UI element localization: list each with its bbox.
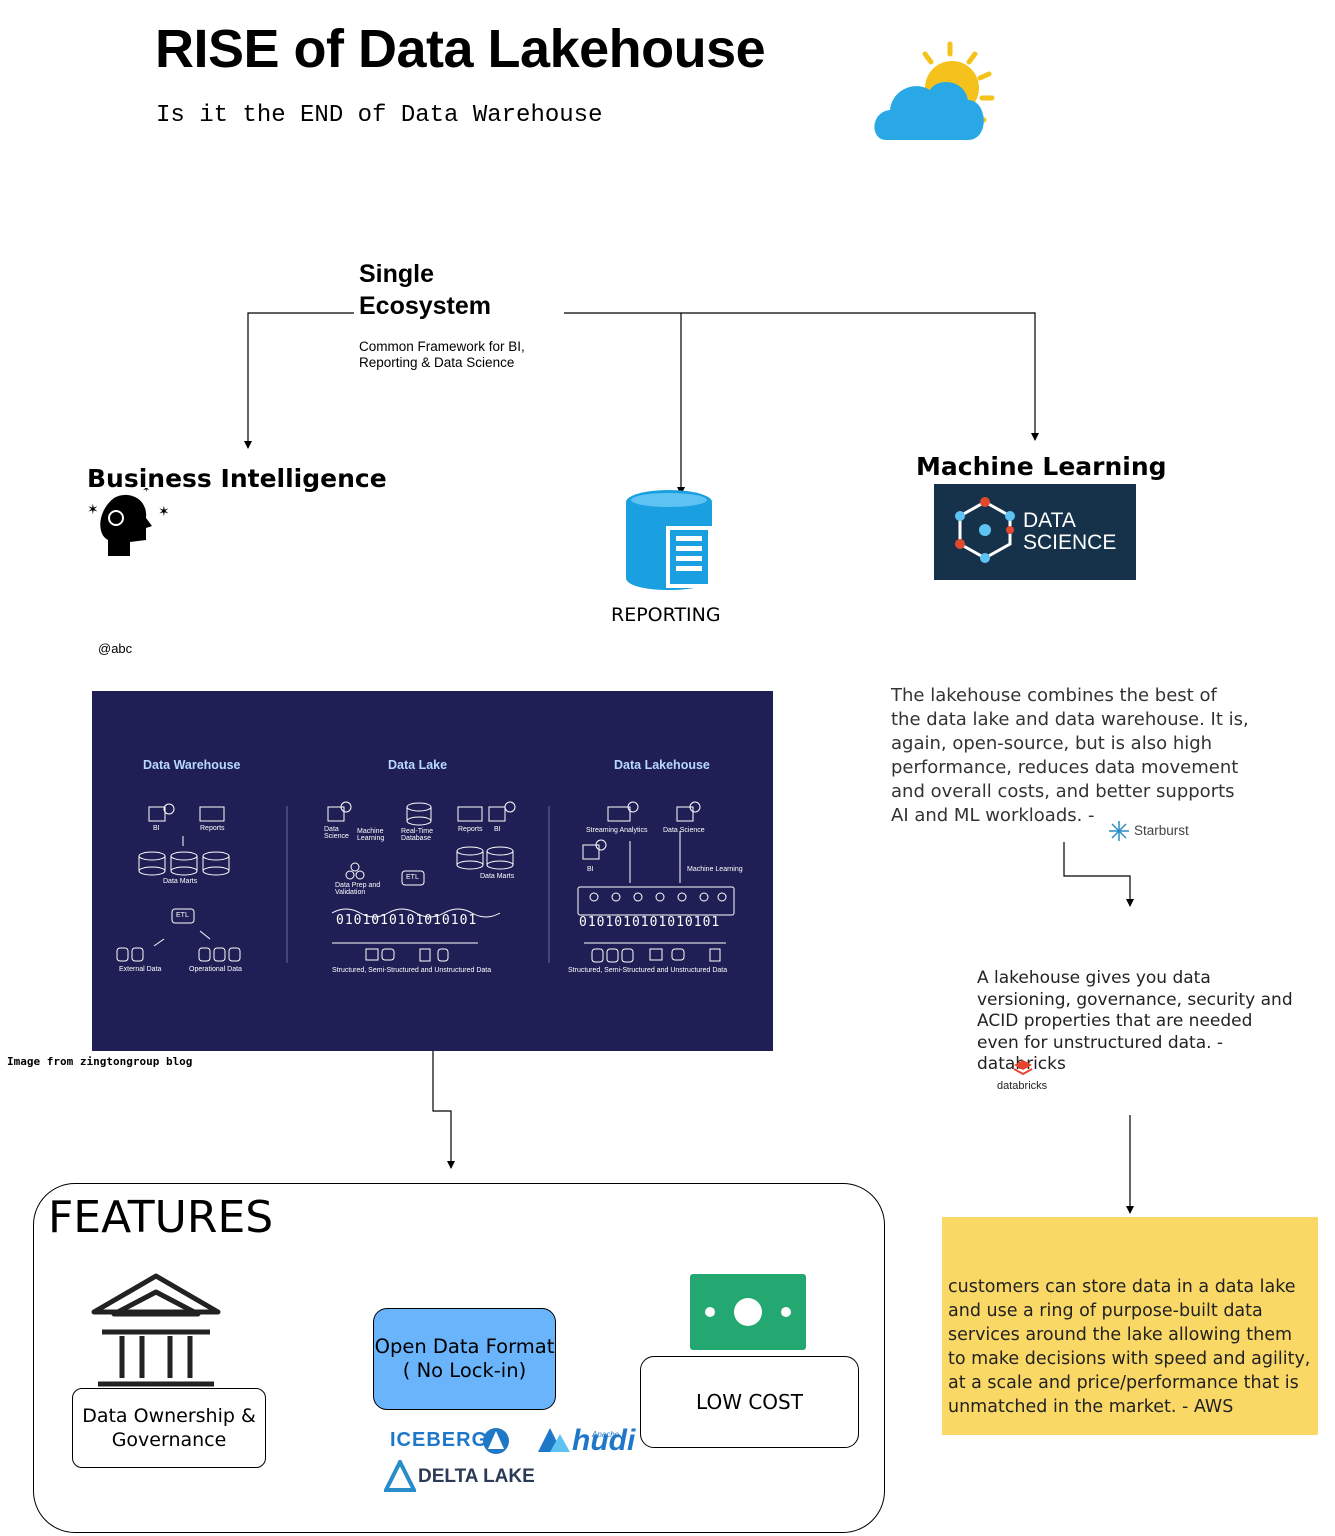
bank-building-icon bbox=[91, 1273, 221, 1397]
lh-source-label: Structured, Semi-Structured and Unstruct… bbox=[568, 967, 728, 974]
dl-etl-label: ETL bbox=[406, 874, 419, 881]
lh-bi-label: BI bbox=[587, 866, 594, 873]
reporting-label: REPORTING bbox=[611, 604, 721, 626]
iceberg-logo-icon bbox=[483, 1428, 509, 1454]
col-data-lakehouse-title: Data Lakehouse bbox=[614, 758, 710, 772]
dl-binary-stream: 0101010101010101 bbox=[336, 913, 478, 928]
lh-data-science-label: Data Science bbox=[663, 827, 705, 834]
ml-label: Machine Learning bbox=[916, 452, 1167, 481]
hudi-logo-text: hudi bbox=[572, 1424, 636, 1457]
features-container bbox=[33, 1183, 885, 1533]
low-cost-box: LOW COST bbox=[640, 1356, 859, 1448]
sun-cloud-icon bbox=[874, 41, 995, 140]
reporting-database-icon bbox=[626, 490, 712, 590]
col-data-warehouse-title: Data Warehouse bbox=[143, 758, 241, 772]
dl-data-science-label: Data Science bbox=[324, 826, 349, 840]
data-science-network-icon bbox=[955, 497, 1015, 563]
starburst-logo-text: Starburst bbox=[1134, 823, 1189, 838]
dw-operational-data-label: Operational Data bbox=[189, 966, 242, 973]
starburst-logo-icon bbox=[1109, 821, 1129, 841]
dw-reports-label: Reports bbox=[200, 825, 225, 832]
data-science-logo-line2: SCIENCE bbox=[1023, 531, 1117, 554]
page-title: RISE of Data Lakehouse bbox=[155, 19, 766, 79]
dw-etl-label: ETL bbox=[176, 912, 189, 919]
thinking-head-icon: ✶ ✶ ✶ bbox=[87, 488, 170, 556]
data-science-logo-line1: DATA bbox=[1023, 509, 1076, 532]
delta-lake-logo-text: DELTA LAKE bbox=[418, 1466, 535, 1487]
lh-streaming-label: Streaming Analytics bbox=[586, 827, 648, 834]
page-subtitle: Is it the END of Data Warehouse bbox=[156, 102, 603, 129]
svg-text:✶: ✶ bbox=[158, 504, 170, 520]
dw-bi-label: BI bbox=[153, 825, 160, 832]
bi-label: Business Intelligence bbox=[87, 464, 387, 493]
iceberg-logo-text: ICEBERG bbox=[390, 1429, 489, 1451]
data-science-logo bbox=[934, 484, 1136, 580]
dw-external-data-label: External Data bbox=[119, 966, 162, 973]
dl-machine-learning-label: Machine Learning bbox=[357, 828, 385, 842]
dl-source-label: Structured, Semi-Structured and Unstruct… bbox=[332, 967, 492, 974]
ecosystem-description: Common Framework for BI, Reporting & Dat… bbox=[359, 339, 525, 370]
col-data-lake-title: Data Lake bbox=[388, 758, 448, 772]
lh-machine-learning-label: Machine Learning bbox=[687, 866, 743, 873]
dl-bi-label: BI bbox=[494, 826, 501, 833]
dl-real-time-database-label: Real-Time Database bbox=[401, 828, 434, 842]
svg-text:✶: ✶ bbox=[87, 502, 99, 518]
image-credit: Image from zingtongroup blog bbox=[7, 1055, 193, 1068]
hudi-apache-text: Apache bbox=[592, 1430, 620, 1439]
databricks-logo-icon bbox=[1013, 1060, 1033, 1076]
svg-text:✶: ✶ bbox=[142, 488, 150, 495]
features-title: FEATURES bbox=[48, 1192, 274, 1243]
architecture-drawings bbox=[116, 801, 735, 963]
starburst-quote: The lakehouse combines the best of the d… bbox=[891, 685, 1249, 826]
hudi-logo-icon bbox=[538, 1428, 570, 1452]
data-ownership-box: Data Ownership & Governance bbox=[72, 1388, 266, 1468]
architecture-comparison-panel: Data Warehouse Data Lake Data Lakehouse bbox=[92, 691, 773, 1051]
dl-data-marts-label: Data Marts bbox=[480, 873, 515, 880]
databricks-logo-text: databricks bbox=[997, 1080, 1048, 1092]
lh-binary-stream: 0101010101010101 bbox=[579, 915, 721, 930]
open-data-format-box: Open Data Format ( No Lock-in) bbox=[373, 1308, 556, 1410]
dl-data-prep-label: Data Prep and Validation bbox=[335, 882, 381, 896]
ecosystem-title: Single Ecosystem bbox=[359, 260, 492, 320]
data-science-logo-text: DATA SCIENCE bbox=[1023, 510, 1116, 554]
delta-lake-logo-icon bbox=[384, 1460, 416, 1492]
aws-quote-note: customers can store data in a data lake … bbox=[942, 1217, 1318, 1435]
dw-data-marts-label: Data Marts bbox=[163, 878, 198, 885]
author-handle: @abc bbox=[98, 641, 133, 656]
dl-reports-label: Reports bbox=[458, 826, 483, 833]
